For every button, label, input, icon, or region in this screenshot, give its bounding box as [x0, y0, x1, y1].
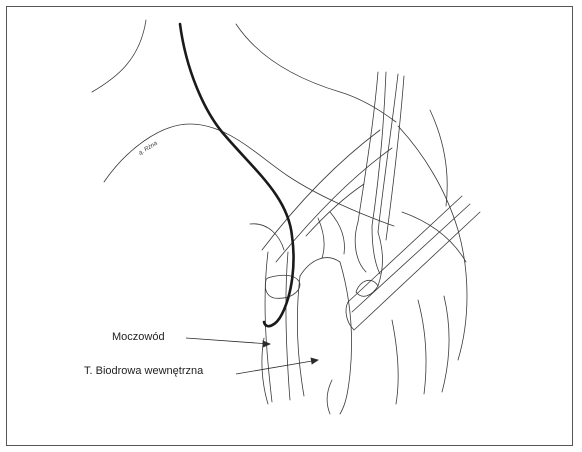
artery-arrowhead [311, 358, 318, 364]
lower-line-3 [418, 300, 426, 394]
fascia-line-3 [330, 212, 344, 254]
ureter-end-cap [265, 275, 300, 298]
catheter-line [180, 24, 294, 326]
ureter-label: Moczowód [112, 331, 165, 343]
lower-line-2 [392, 320, 398, 404]
forceps-jaw-3 [378, 232, 383, 286]
contour-line-pelvic-rim [104, 124, 394, 226]
retractor-curl [356, 280, 378, 296]
organ-outline-right-1 [398, 126, 467, 360]
organ-outline-right-3 [442, 296, 449, 392]
fascia-line-2 [318, 218, 324, 258]
forceps-jaw-1 [355, 222, 366, 272]
retractor-blade-top [348, 196, 462, 302]
internal-iliac-artery-label: T. Biodrowa wewnętrzna [84, 365, 203, 377]
ureter-leader-line [186, 338, 270, 344]
artery-branch [327, 380, 332, 414]
organ-outline-right-2 [430, 110, 447, 206]
retractor-blade-mid [352, 204, 470, 312]
fascia-line-1 [250, 224, 284, 250]
contour-line-upper-left [92, 20, 146, 92]
artery-top-curve [300, 258, 340, 276]
vessel-band-upper [262, 130, 380, 250]
artery-left-wall [297, 276, 304, 396]
retractor-blade-bottom [354, 212, 480, 330]
ureter-right-wall [286, 252, 290, 400]
artery-leader-line [236, 360, 318, 374]
contour-line-upper-right [236, 24, 396, 122]
forceps-jaw-2 [372, 226, 380, 274]
artery-right-wall [340, 262, 352, 414]
forceps-shaft-2 [372, 72, 386, 226]
forceps-shaft-1 [358, 72, 378, 222]
